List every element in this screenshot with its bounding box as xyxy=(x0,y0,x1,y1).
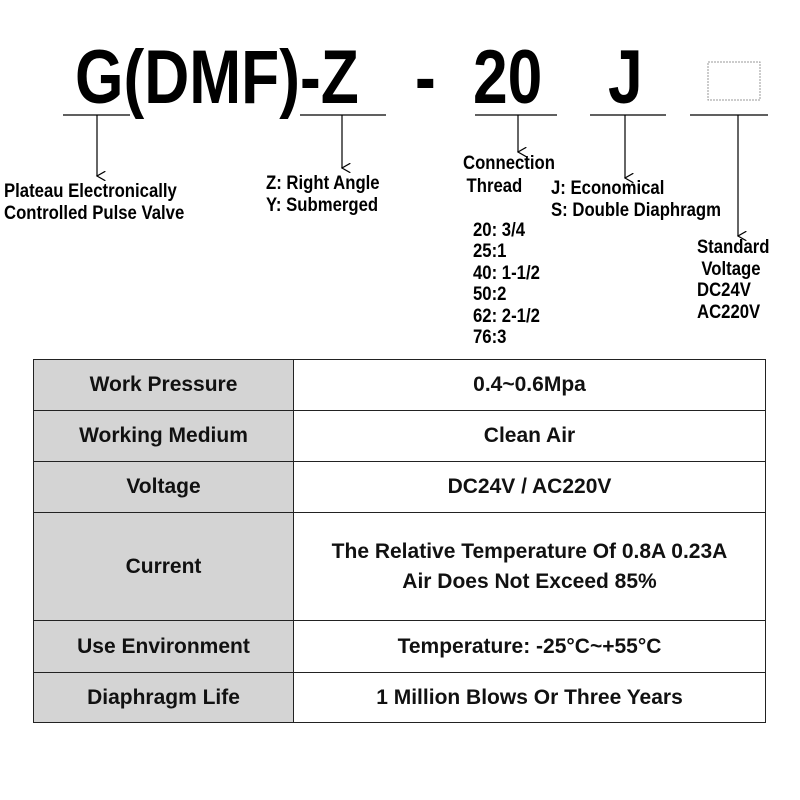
spec-value: Temperature: -25°C~+55°C xyxy=(293,620,766,673)
spec-value: 1 Million Blows Or Three Years xyxy=(293,672,766,723)
spec-value: Clean Air xyxy=(293,410,766,462)
model-size-code: 20 xyxy=(473,35,543,120)
model-type-code: J xyxy=(608,35,643,120)
spec-key: Diaphragm Life xyxy=(33,672,294,723)
spec-key: Work Pressure xyxy=(33,359,294,411)
voltage-placeholder-box xyxy=(707,61,761,101)
model-series-code: G(DMF)-Z xyxy=(75,35,359,120)
spec-key: Current xyxy=(33,512,294,621)
spec-value: 0.4~0.6Mpa xyxy=(293,359,766,411)
spec-value: DC24V / AC220V xyxy=(293,461,766,513)
code-diagram-lines xyxy=(63,61,768,360)
spec-key: Voltage xyxy=(33,461,294,513)
spec-key: Working Medium xyxy=(33,410,294,462)
separator: - xyxy=(415,35,436,120)
spec-key: Use Environment xyxy=(33,620,294,673)
